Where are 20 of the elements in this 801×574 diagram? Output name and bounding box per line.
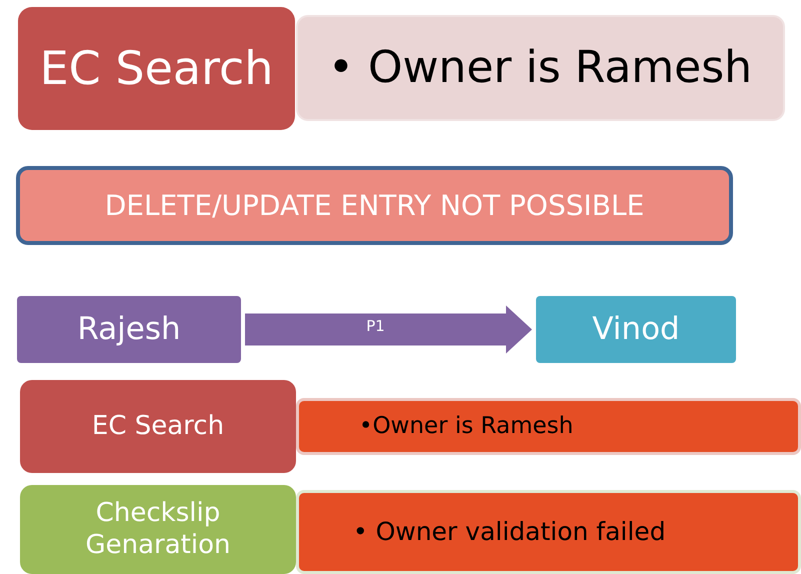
bullet-text: • Owner is Ramesh: [328, 42, 752, 94]
box-label: Rajesh: [77, 310, 181, 348]
label-box: [20, 380, 296, 473]
bullet-panel: [296, 490, 801, 574]
box-label: EC Search: [92, 410, 224, 442]
bullet-text: •Owner is Ramesh: [359, 412, 574, 440]
label-box: [18, 7, 295, 130]
edge-label: P1: [366, 316, 385, 334]
label-box: [20, 485, 296, 574]
box-label: DELETE/UPDATE ENTRY NOT POSSIBLE: [104, 188, 644, 222]
bullet-text: • Owner validation failed: [353, 517, 666, 547]
box-label: EC Search: [40, 40, 274, 96]
label-box: [16, 166, 733, 245]
block-arrow: [245, 306, 532, 354]
box-label: Vinod: [592, 310, 680, 348]
label-box: [17, 296, 241, 363]
box-label: Checkslip Genaration: [84, 498, 232, 561]
bullet-panel: [296, 15, 785, 121]
label-box: [536, 296, 736, 363]
bullet-panel: [296, 398, 801, 455]
